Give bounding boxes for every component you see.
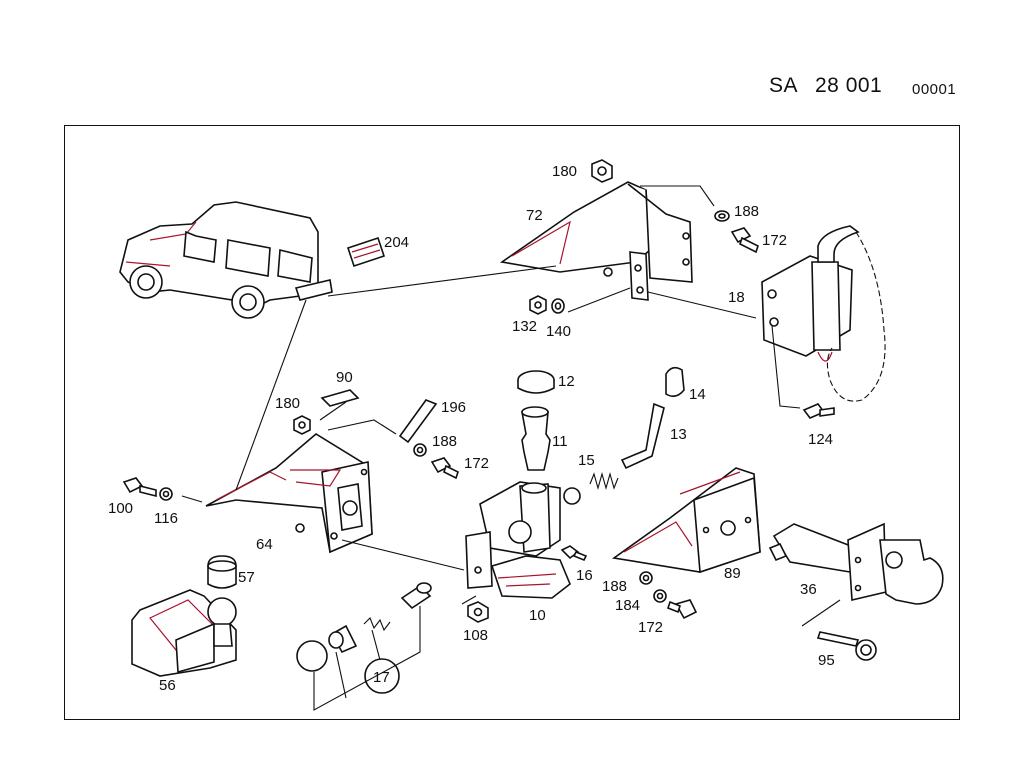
part-95-pin — [816, 631, 877, 661]
sheet-code: 00001 — [912, 81, 957, 98]
callout-124: 124 — [808, 431, 833, 448]
part-188-washer-upper — [714, 210, 730, 222]
part-180-nut-upper — [591, 159, 613, 183]
leader-lines — [181, 185, 841, 711]
callout-90: 90 — [336, 369, 353, 386]
callout-132: 132 — [512, 318, 537, 335]
callout-204: 204 — [384, 234, 409, 251]
callout-72: 72 — [526, 207, 543, 224]
part-89-bracket — [611, 467, 761, 574]
callout-13: 13 — [670, 426, 687, 443]
callout-100: 100 — [108, 500, 133, 517]
callout-172-upper: 172 — [762, 232, 787, 249]
vehicle-illustration — [119, 201, 333, 319]
part-116-washer — [159, 487, 173, 501]
part-108-nut — [467, 601, 489, 623]
callout-172-mid: 172 — [464, 455, 489, 472]
part-36-jaw-coupling — [768, 522, 944, 605]
part-188-washer-lower — [639, 571, 653, 585]
part-17-group — [296, 582, 432, 694]
part-57-cap — [207, 555, 237, 589]
callout-14: 14 — [689, 386, 706, 403]
callout-108: 108 — [463, 627, 488, 644]
callout-12: 12 — [558, 373, 575, 390]
part-56-ball-coupling — [131, 589, 237, 677]
callout-188-mid: 188 — [432, 433, 457, 450]
part-11-bushing — [521, 406, 551, 471]
callout-180-upper: 180 — [552, 163, 577, 180]
part-15-spring — [589, 471, 619, 491]
callout-17: 17 — [373, 669, 390, 686]
callout-11: 11 — [552, 433, 568, 450]
part-172-bolt-upper — [730, 227, 759, 254]
callout-140: 140 — [546, 323, 571, 340]
part-64-bracket — [205, 433, 373, 554]
part-10-hitch — [465, 481, 581, 599]
sheet-prefix: SA — [769, 74, 799, 97]
part-140-washer — [551, 298, 565, 314]
part-196-strap — [398, 399, 438, 444]
part-172-bolt-mid — [430, 457, 459, 480]
part-172-bolt-lower — [667, 599, 698, 620]
callout-56: 56 — [159, 677, 176, 694]
callout-196: 196 — [441, 399, 466, 416]
callout-184: 184 — [615, 597, 640, 614]
part-100-bolt — [122, 477, 157, 498]
part-132-nut — [529, 295, 547, 315]
part-204-plate — [346, 236, 386, 268]
callout-188-upper: 188 — [734, 203, 759, 220]
callout-89: 89 — [724, 565, 741, 582]
part-16-screw — [560, 545, 588, 562]
part-180-nut-lower — [293, 415, 311, 435]
callout-188-lower: 188 — [602, 578, 627, 595]
part-12-cap — [517, 370, 555, 394]
part-72-bracket — [499, 181, 693, 301]
callout-36: 36 — [800, 581, 817, 598]
callout-180-lower: 180 — [275, 395, 300, 412]
part-188-washer-mid — [413, 443, 427, 457]
callout-10: 10 — [529, 607, 546, 624]
part-14-cap — [665, 366, 685, 398]
part-90-shim — [320, 389, 360, 407]
callout-116: 116 — [154, 510, 178, 527]
part-13-rod — [620, 402, 665, 470]
callout-64: 64 — [256, 536, 273, 553]
callout-57: 57 — [238, 569, 255, 586]
part-184-washer — [653, 589, 667, 603]
part-124-bolt — [802, 403, 835, 419]
callout-labels: 10 11 12 13 14 15 16 17 18 36 56 57 64 7… — [108, 163, 835, 694]
callout-16: 16 — [576, 567, 593, 584]
callout-15: 15 — [578, 452, 595, 469]
callout-95: 95 — [818, 652, 835, 669]
callout-172-lower: 172 — [638, 619, 663, 636]
part-18-pin-coupling — [761, 225, 886, 402]
callout-18: 18 — [728, 289, 745, 306]
sheet-number: 28 001 — [815, 74, 883, 97]
diagram-frame — [64, 125, 960, 720]
